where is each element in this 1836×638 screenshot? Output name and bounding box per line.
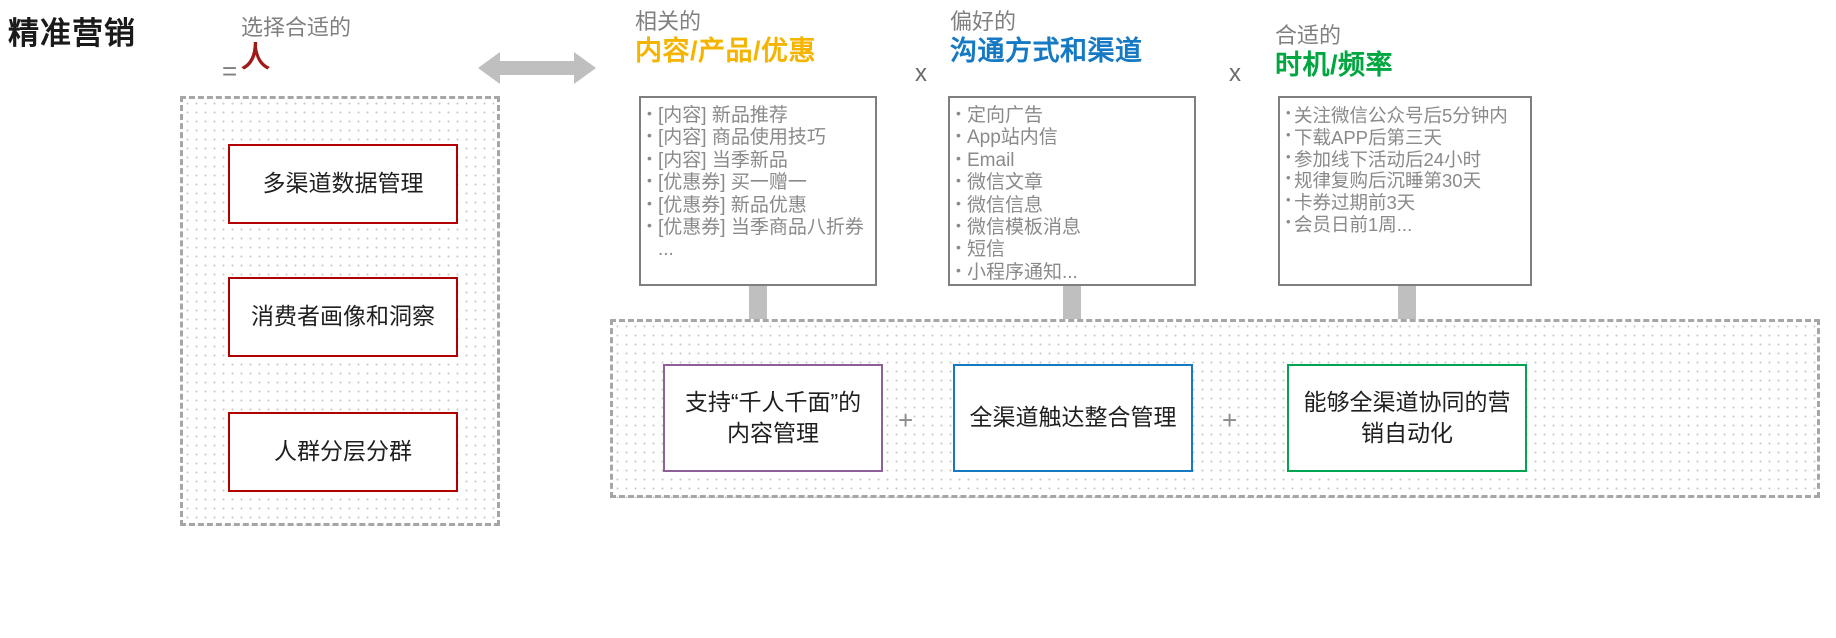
column-title-people: 人 [241,41,271,74]
content-options-box[interactable]: [内容] 新品推荐 [内容] 商品使用技巧 [内容] 当季新品 [优惠券] 买一… [639,96,877,286]
list-item: 微信信息 [956,195,1190,217]
equals-operator: = [222,56,238,86]
plus-operator-1: + [898,405,914,435]
list-item: 卡券过期前3天 [1286,192,1526,214]
people-box-3-label: 人群分层分群 [274,438,412,465]
column-header-content: 相关的 内容/产品/优惠 [635,8,816,67]
timing-options-list: 关注微信公众号后5分钟内 下载APP后第三天 参加线下活动后24小时 规律复购后… [1286,105,1526,236]
list-item: 定向广告 [956,105,1190,127]
people-box-2-label: 消费者画像和洞察 [251,303,435,330]
list-item: Email [956,150,1190,172]
page-title: 精准营销 [8,16,136,51]
list-item: [优惠券] 新品优惠 [647,195,871,217]
list-item: 短信 [956,239,1190,261]
multiply-operator-1: x [915,60,927,87]
list-item: 参加线下活动后24小时 [1286,149,1526,171]
list-item: 微信模板消息 [956,217,1190,239]
capability-box-channel-label: 全渠道触达整合管理 [969,404,1177,431]
column-title-content: 内容/产品/优惠 [635,35,817,66]
people-box-3[interactable]: 人群分层分群 [228,412,458,492]
list-item: [优惠券] 当季商品八折券 [647,217,871,239]
timing-options-box[interactable]: 关注微信公众号后5分钟内 下载APP后第三天 参加线下活动后24小时 规律复购后… [1278,96,1532,286]
people-box-1[interactable]: 多渠道数据管理 [228,144,458,224]
list-item: 小程序通知... [956,262,1190,284]
content-options-list: [内容] 新品推荐 [内容] 商品使用技巧 [内容] 当季新品 [优惠券] 买一… [647,105,871,262]
list-item: 会员日前1周... [1286,214,1526,236]
capability-box-content-label: 支持“千人千面”的内容管理 [684,388,862,446]
people-box-1-label: 多渠道数据管理 [262,170,424,197]
capability-box-timing[interactable]: 能够全渠道协同的营销自动化 [1287,364,1527,472]
capability-box-timing-label: 能够全渠道协同的营销自动化 [1303,388,1511,446]
list-item: 关注微信公众号后5分钟内 [1286,105,1526,127]
column-subtitle-people: 选择合适的 [241,15,352,40]
list-item: 规律复购后沉睡第30天 [1286,170,1526,192]
list-item: [优惠券] 买一赠一 [647,172,871,194]
channel-options-box[interactable]: 定向广告 App站内信 Email 微信文章 微信信息 微信模板消息 短信 小程… [948,96,1196,286]
list-item-ellipsis: ... [658,239,674,261]
column-title-channel: 沟通方式和渠道 [950,35,1143,66]
column-header-people: 选择合适的 人 [241,14,351,75]
column-header-channel: 偏好的 沟通方式和渠道 [950,8,1143,67]
list-item: 微信文章 [956,172,1190,194]
list-item: App站内信 [956,127,1190,149]
column-header-timing: 合适的 时机/频率 [1275,22,1393,81]
column-subtitle-channel: 偏好的 [950,9,1017,34]
plus-operator-2: + [1222,405,1238,435]
double-arrow-horizontal-icon [478,50,596,91]
capability-box-content[interactable]: 支持“千人千面”的内容管理 [663,364,883,472]
multiply-operator-2: x [1229,60,1241,87]
channel-options-list: 定向广告 App站内信 Email 微信文章 微信信息 微信模板消息 短信 小程… [956,105,1190,284]
list-item: [内容] 当季新品 [647,150,871,172]
list-item: [内容] 商品使用技巧 [647,127,871,149]
column-subtitle-timing: 合适的 [1275,23,1342,48]
people-box-2[interactable]: 消费者画像和洞察 [228,277,458,357]
column-subtitle-content: 相关的 [635,9,702,34]
column-title-timing: 时机/频率 [1275,49,1394,80]
capability-box-channel[interactable]: 全渠道触达整合管理 [953,364,1193,472]
list-item: 下载APP后第三天 [1286,127,1526,149]
list-item: [内容] 新品推荐 [647,105,871,127]
